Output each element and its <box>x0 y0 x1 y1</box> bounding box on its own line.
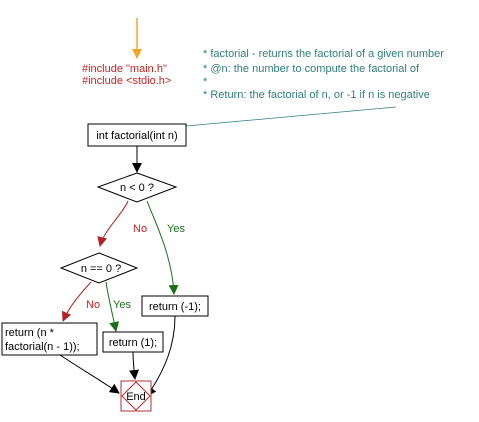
return-recursive-line-2: factorial(n - 1)); <box>5 341 80 353</box>
recursive-to-end-arrow <box>59 354 120 394</box>
end-label: End <box>126 391 146 403</box>
return-one-label: return (1); <box>109 337 157 349</box>
comment-connector <box>185 106 397 127</box>
comment-line-4: * Return: the factorial of n, or -1 if n… <box>203 89 430 101</box>
return-recursive-line-1: return (n * <box>5 327 55 339</box>
return-recursive-box <box>1 322 98 356</box>
comment-line-3: * <box>203 76 208 88</box>
one-to-end-arrow <box>129 351 139 380</box>
zero-no-label: No <box>86 299 100 311</box>
negative-no-label: No <box>133 223 147 235</box>
function-label: int factorial(int n) <box>96 130 177 142</box>
include-main-h: #include "main.h" <box>82 63 167 75</box>
decision-negative-label: n < 0 ? <box>120 182 154 194</box>
negative-yes-arrow <box>146 200 179 295</box>
decision-zero <box>59 252 139 284</box>
comment-line-1: * factorial - returns the factorial of a… <box>203 48 444 60</box>
end-box <box>120 380 152 412</box>
decision-zero-label: n == 0 ? <box>81 263 121 275</box>
end-diamond <box>121 381 151 411</box>
return-minus-one-label: return (-1); <box>149 301 201 313</box>
zero-yes-arrow <box>105 281 120 332</box>
zero-no-arrow <box>62 281 92 322</box>
comment-line-2: * @n: the number to compute the factoria… <box>203 63 420 75</box>
include-stdio-h: #include <stdio.h> <box>82 75 171 87</box>
negative-no-arrow <box>97 200 129 247</box>
minus-one-to-end-arrow <box>146 315 176 397</box>
decision-negative <box>96 172 178 203</box>
negative-yes-label: Yes <box>167 223 185 235</box>
zero-yes-label: Yes <box>113 299 131 311</box>
